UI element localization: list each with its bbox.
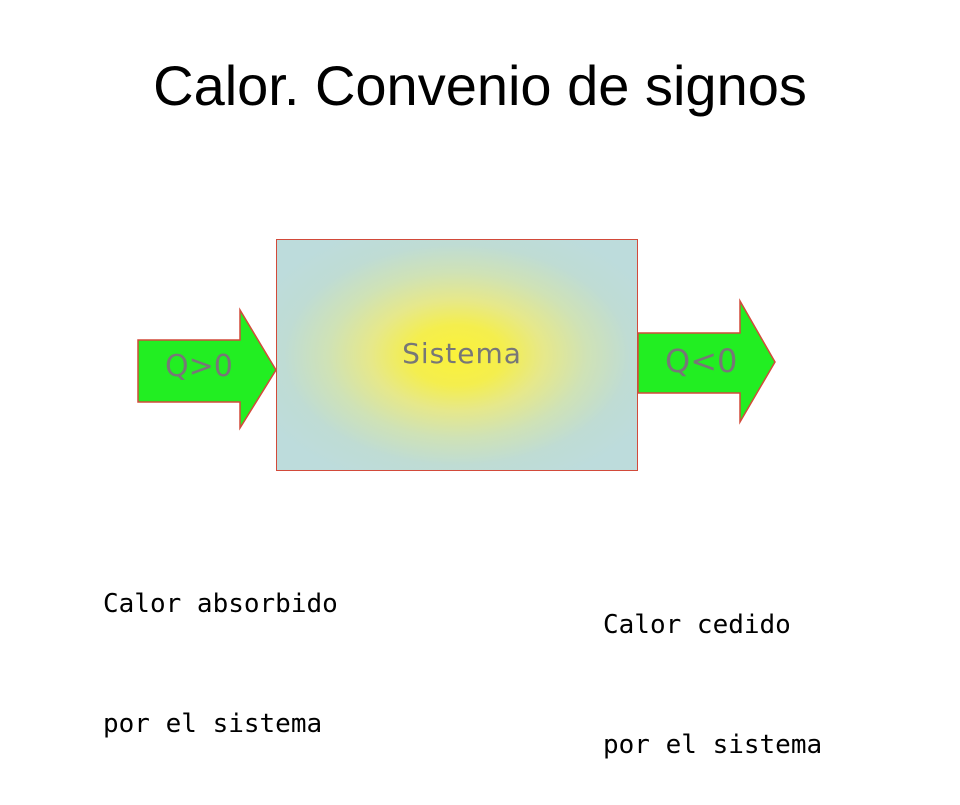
heat-out-label: Q<0 xyxy=(665,342,738,380)
absorbed-caption-line1: Calor absorbido xyxy=(103,589,338,619)
absorbed-caption: Calor absorbido por el sistema xyxy=(103,504,338,784)
system-box xyxy=(276,239,638,471)
absorbed-caption-line2: por el sistema xyxy=(103,709,323,739)
released-caption-line2: por el sistema xyxy=(603,730,823,760)
released-caption-line1: Calor cedido xyxy=(603,610,791,640)
heat-in-label: Q>0 xyxy=(165,349,233,384)
released-caption: Calor cedido por el sistema xyxy=(603,525,822,805)
slide-title: Calor. Convenio de signos xyxy=(153,54,807,117)
system-label: Sistema xyxy=(402,337,522,370)
